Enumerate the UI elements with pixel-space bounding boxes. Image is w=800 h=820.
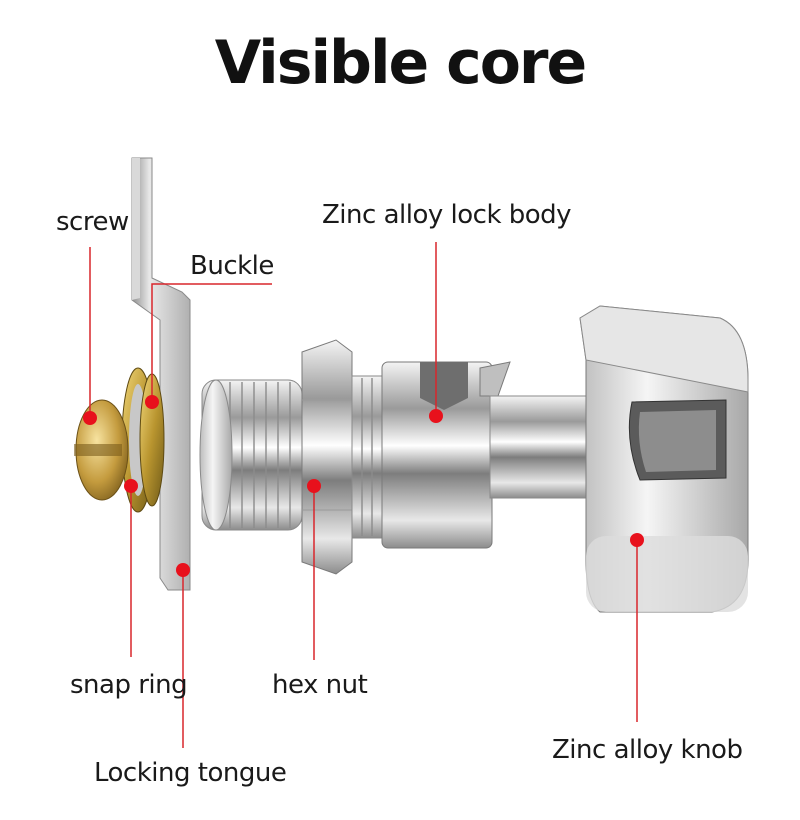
label-snap-ring: snap ring [70,670,188,700]
label-lock-body: Zinc alloy lock body [322,200,572,230]
lock-body [381,361,511,549]
leader-lines [89,242,638,748]
label-hex-nut: hex nut [272,670,368,700]
label-locking-tongue: Locking tongue [94,758,287,788]
threaded-collar [351,375,385,539]
page-title: Visible core [214,28,587,98]
snap-ring-marker [124,479,138,493]
buckle-marker [145,395,159,409]
locking-tongue-plate [131,157,191,591]
hex-nut [301,339,353,575]
lock-body-marker [429,409,443,423]
markers [83,395,644,577]
threaded-shaft [199,379,303,531]
label-knob: Zinc alloy knob [552,735,743,765]
knob-marker [630,533,644,547]
spindle [489,395,591,499]
screw-head [74,399,129,501]
hex-nut-marker [307,479,321,493]
screw-marker [83,411,97,425]
locking-tongue-marker [176,563,190,577]
label-screw: screw [56,207,129,237]
buckle-leader-line [151,283,272,402]
label-buckle: Buckle [190,251,274,281]
knob [579,305,749,613]
